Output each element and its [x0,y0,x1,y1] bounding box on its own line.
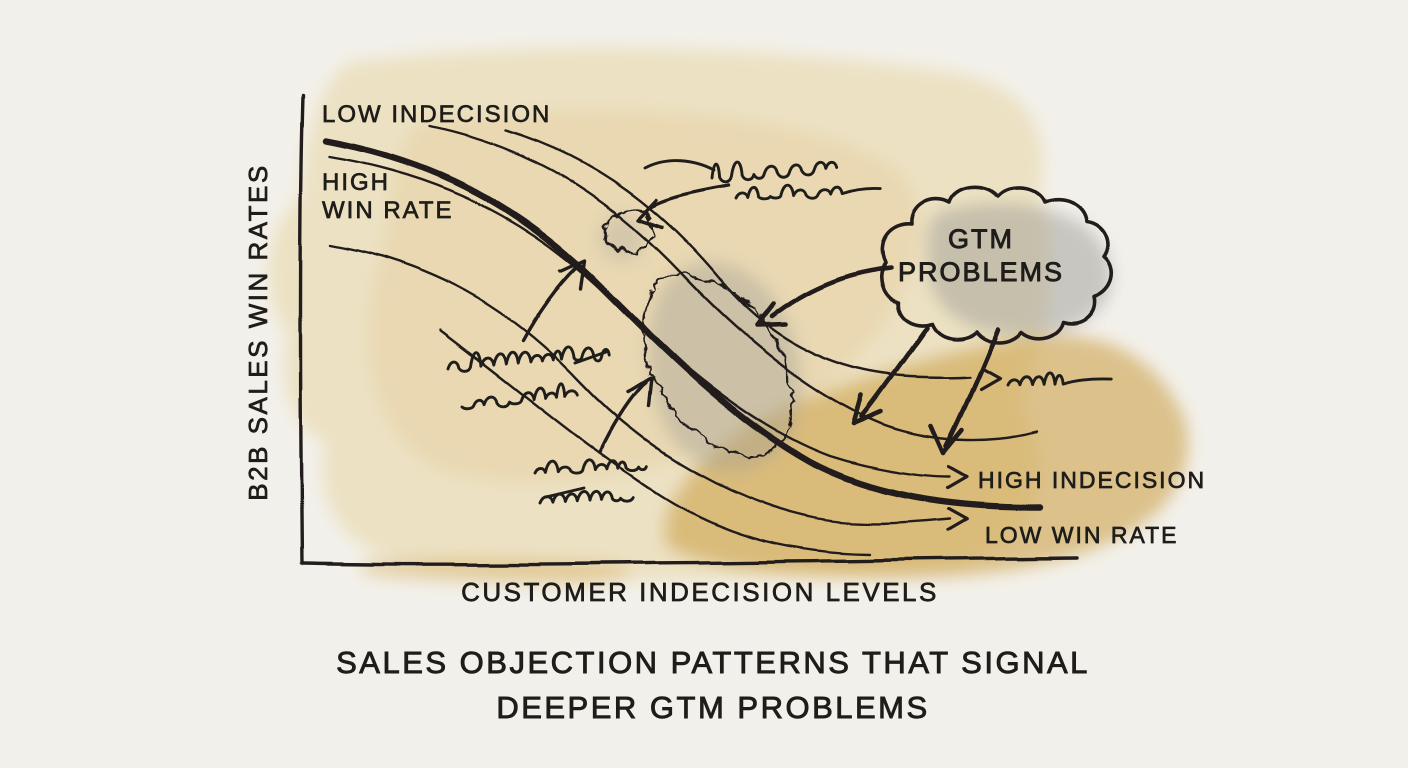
main-win-rate-curve [322,137,1044,511]
chart-title-line2: DEEPER GTM PROBLEMS [496,690,929,725]
arrowhead-low-win-rate [946,507,969,532]
scribble-annotation-1 [643,159,882,201]
wash-dark-tan [665,335,1189,579]
arrow-scribble1-to-circle [636,184,730,229]
x-axis-line [300,556,1080,566]
circled-region-outline [601,206,653,252]
wavy-region-outline [639,269,791,456]
arrow-cloud-down-left [851,325,930,427]
scribble-annotation-4 [1006,371,1113,387]
arrowhead-squiggle-curve [979,366,1002,391]
label-high-indecision: HIGH INDECISION [978,467,1206,493]
scribble-layer [446,159,1113,505]
label-low-win-rate: LOW WIN RATE [985,522,1179,548]
gtm-cloud-text-line2: PROBLEMS [898,257,1064,287]
hand-drawn-enclosures [601,206,791,456]
objection-curve-lower-3 [438,328,872,556]
scribble-annotation-2 [446,345,611,411]
label-high-win-rate-line1: HIGH [322,169,390,196]
chart-title-line1: SALES OBJECTION PATTERNS THAT SIGNAL [336,645,1090,680]
gtm-cloud-shape [879,184,1114,345]
y-axis-line [298,94,305,565]
y-axis-label: B2B SALES WIN RATES [243,163,273,500]
gtm-cloud-text-line1: GTM [948,224,1014,254]
wash-grey-cloud [927,203,1112,336]
arrowhead-high-indecision [946,465,969,490]
arrow-scribble2-to-curve [521,258,587,343]
text-layer: LOW INDECISION HIGH WIN RATE HIGH INDECI… [243,101,1206,726]
arrow-cloud-to-mid-curve [754,264,893,328]
label-high-win-rate-line2: WIN RATE [322,197,454,224]
label-low-indecision: LOW INDECISION [322,101,551,128]
objection-curve-lower-1 [328,155,952,479]
scribble-annotation-3 [533,458,648,505]
objection-curve-lower-2 [328,243,952,525]
arrow-cloud-down-right [929,327,1001,456]
ink-layer [298,94,1114,566]
x-axis-label: CUSTOMER INDECISION LEVELS [461,577,939,607]
